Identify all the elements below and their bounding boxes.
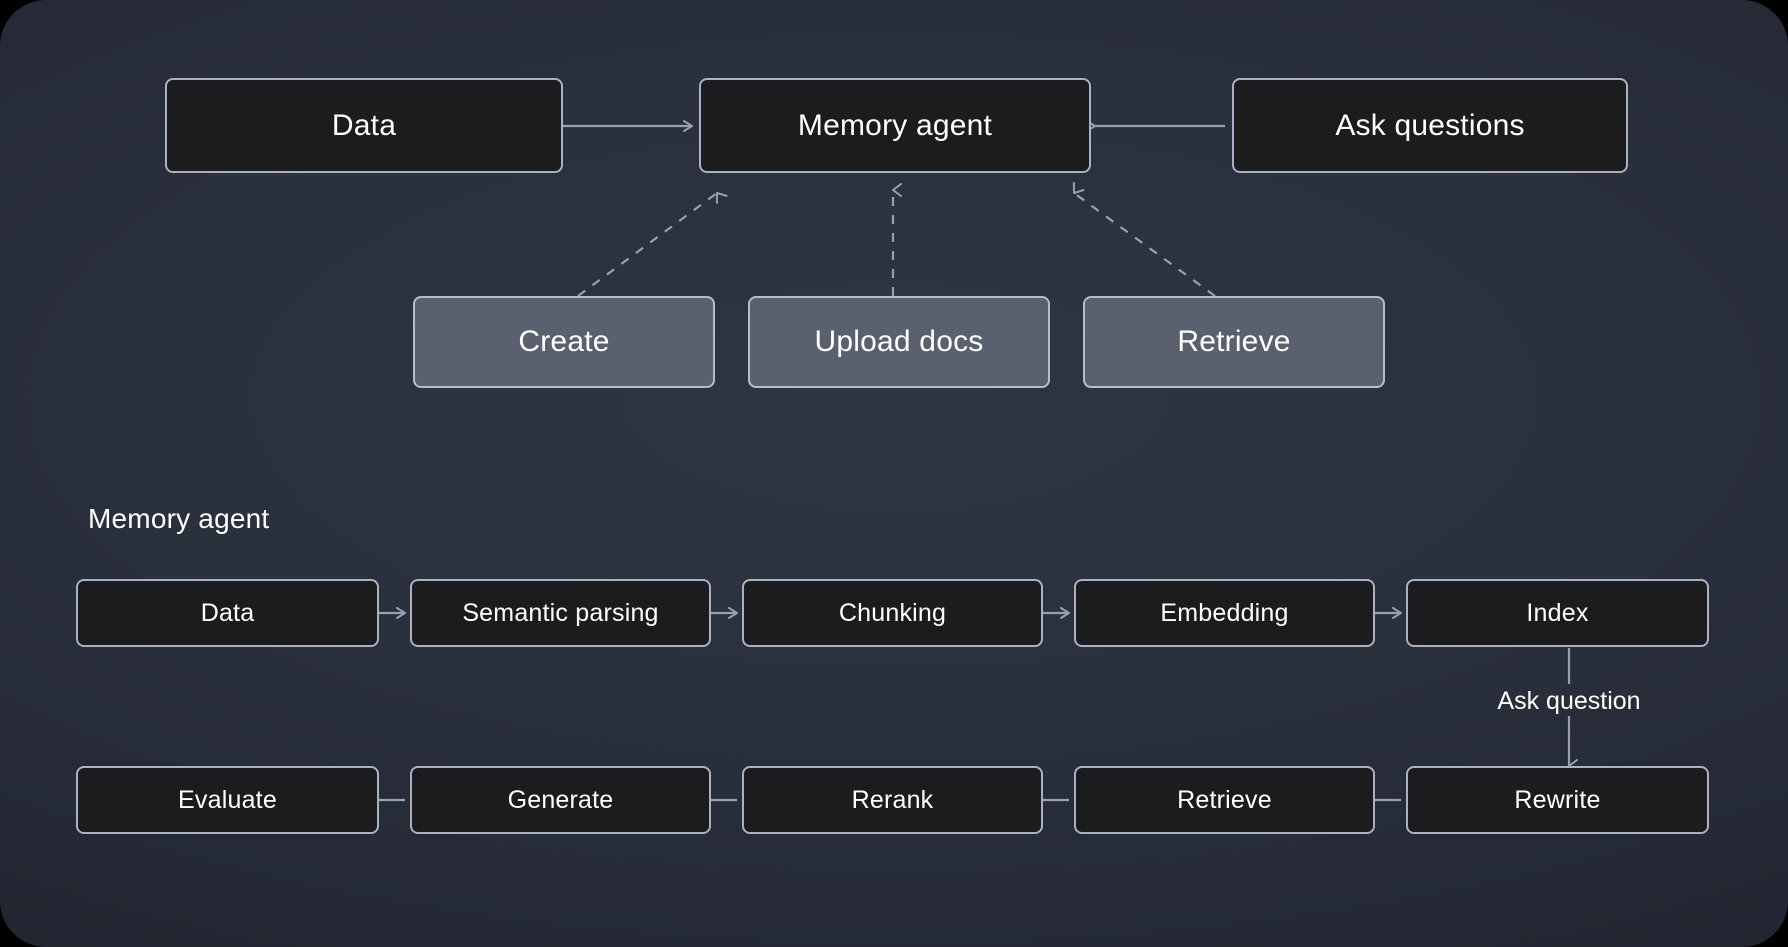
- node-label: Generate: [507, 785, 614, 814]
- node-label: Memory agent: [797, 108, 993, 142]
- node-memory-agent[interactable]: Memory agent: [699, 78, 1091, 173]
- node-label: Chunking: [838, 598, 947, 627]
- pipeline-node-index[interactable]: Index: [1406, 579, 1709, 647]
- pipeline-node-rerank[interactable]: Rerank: [742, 766, 1043, 834]
- node-label: Retrieve: [1177, 785, 1272, 814]
- node-label: Index: [1526, 598, 1589, 627]
- edge-caption-ask-question: Ask question: [1497, 687, 1641, 715]
- edge-create-to-memory-agent: [577, 192, 728, 297]
- pipeline-node-retrieve[interactable]: Retrieve: [1074, 766, 1375, 834]
- node-label: Create: [518, 325, 610, 358]
- node-create[interactable]: Create: [413, 296, 715, 388]
- pipeline-node-generate[interactable]: Generate: [410, 766, 711, 834]
- node-label: Upload docs: [814, 325, 984, 358]
- node-label: Data: [200, 598, 255, 627]
- pipeline-node-data[interactable]: Data: [76, 579, 379, 647]
- node-upload-docs[interactable]: Upload docs: [748, 296, 1050, 388]
- pipeline-node-chunking[interactable]: Chunking: [742, 579, 1043, 647]
- node-retrieve-action[interactable]: Retrieve: [1083, 296, 1385, 388]
- pipeline-node-rewrite[interactable]: Rewrite: [1406, 766, 1709, 834]
- node-label: Rewrite: [1514, 785, 1601, 814]
- node-label: Data: [331, 108, 397, 142]
- edge-retrieve-to-memory-agent: [1072, 182, 1216, 297]
- node-label: Ask questions: [1335, 108, 1525, 142]
- node-ask-questions[interactable]: Ask questions: [1232, 78, 1628, 173]
- pipeline-node-evaluate[interactable]: Evaluate: [76, 766, 379, 834]
- pipeline-node-embedding[interactable]: Embedding: [1074, 579, 1375, 647]
- node-label: Semantic parsing: [462, 598, 659, 627]
- section-title-memory-agent: Memory agent: [88, 503, 270, 534]
- node-label: Embedding: [1160, 598, 1289, 627]
- pipeline-node-semantic-parsing[interactable]: Semantic parsing: [410, 579, 711, 647]
- node-label: Evaluate: [178, 785, 277, 814]
- node-label: Rerank: [851, 785, 934, 814]
- node-label: Retrieve: [1177, 325, 1291, 358]
- node-data-overview[interactable]: Data: [165, 78, 563, 173]
